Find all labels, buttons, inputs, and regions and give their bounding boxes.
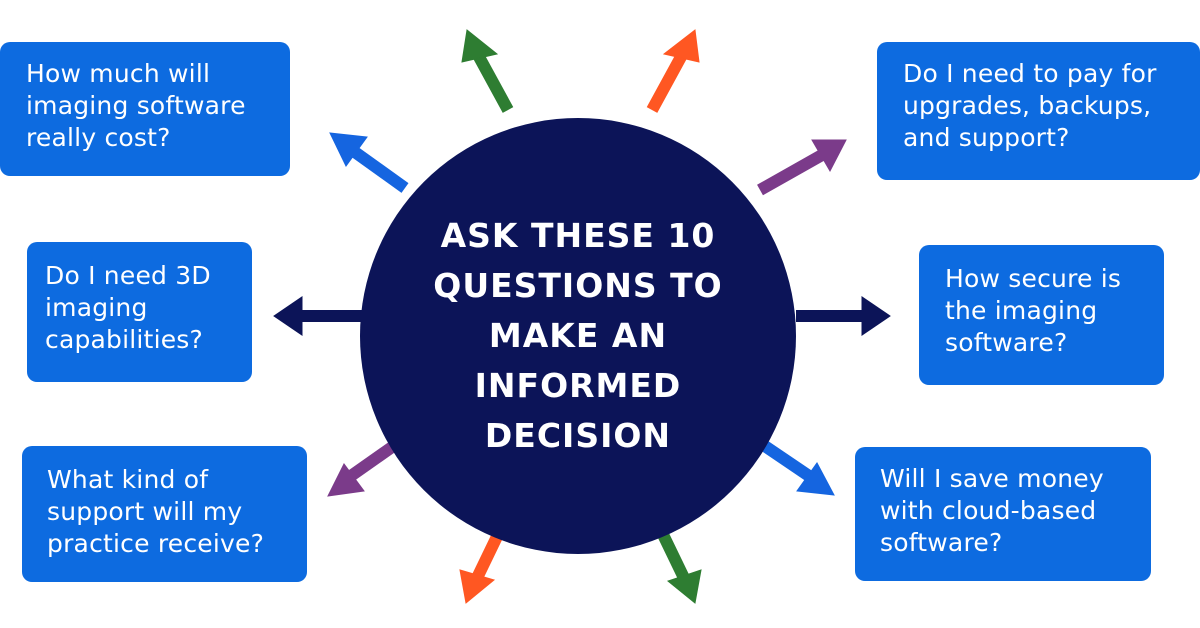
question-line: Do I need 3D bbox=[45, 261, 211, 290]
question-line: upgrades, backups, bbox=[903, 91, 1152, 120]
question-box-security: How secure is the imaging software? bbox=[919, 245, 1164, 385]
question-line: Do I need to pay for bbox=[903, 59, 1157, 88]
question-line: Will I save money bbox=[880, 464, 1104, 493]
question-line: support will my bbox=[47, 497, 243, 526]
arrow-navy-right bbox=[796, 296, 891, 336]
center-title-line: ASK THESE 10 bbox=[440, 216, 716, 255]
question-line: imaging bbox=[45, 293, 148, 322]
question-box-support: What kind of support will my practice re… bbox=[22, 446, 307, 582]
question-line: How secure is bbox=[945, 264, 1122, 293]
question-line: capabilities? bbox=[45, 325, 203, 354]
question-line: imaging software bbox=[26, 91, 246, 120]
arrow-blue-lower-right bbox=[752, 435, 835, 496]
question-line: really cost? bbox=[26, 123, 171, 152]
question-line: software? bbox=[945, 328, 1068, 357]
question-line: software? bbox=[880, 528, 1003, 557]
question-box-cost: How much will imaging software really co… bbox=[0, 42, 290, 176]
center-title-line: DECISION bbox=[484, 416, 672, 455]
arrow-navy-left bbox=[273, 296, 362, 336]
question-line: the imaging bbox=[945, 296, 1098, 325]
center-circle: ASK THESE 10 QUESTIONS TO MAKE AN INFORM… bbox=[360, 118, 796, 554]
arrow-blue-upper-left bbox=[329, 132, 409, 193]
arrow-orange-top bbox=[646, 29, 700, 113]
question-line: with cloud-based bbox=[880, 496, 1097, 525]
question-box-3d-imaging: Do I need 3D imaging capabilities? bbox=[27, 242, 252, 382]
question-box-upgrades: Do I need to pay for upgrades, backups, … bbox=[877, 42, 1200, 180]
question-box-cloud: Will I save money with cloud-based softw… bbox=[855, 447, 1151, 581]
question-line: practice receive? bbox=[47, 529, 265, 558]
arrow-green-top bbox=[461, 29, 514, 113]
question-line: How much will bbox=[26, 59, 211, 88]
arrow-purple-upper-right bbox=[757, 139, 847, 196]
center-title-line: INFORMED bbox=[474, 366, 682, 405]
center-title: ASK THESE 10 QUESTIONS TO MAKE AN INFORM… bbox=[433, 211, 722, 461]
center-title-line: QUESTIONS TO bbox=[433, 266, 723, 305]
center-title-line: MAKE AN bbox=[488, 316, 668, 355]
question-line: and support? bbox=[903, 123, 1070, 152]
question-line: What kind of bbox=[47, 465, 209, 494]
